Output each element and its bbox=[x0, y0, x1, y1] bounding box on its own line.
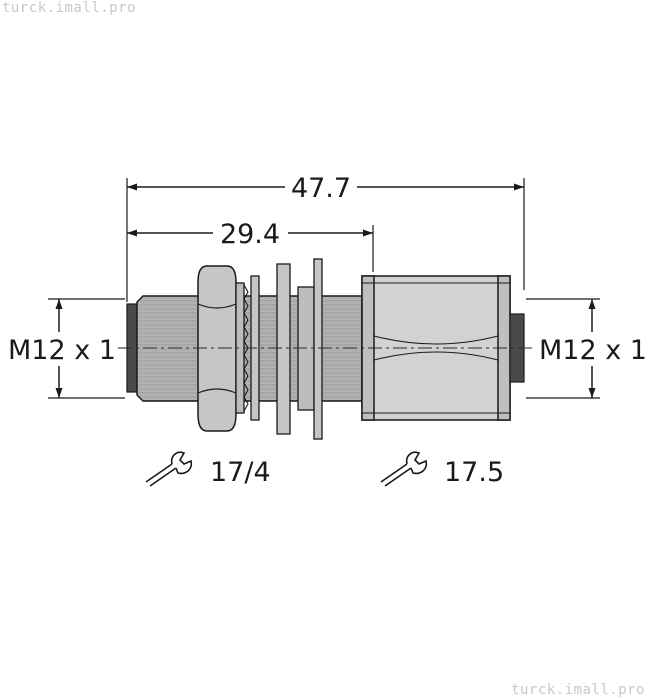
wrench-icon bbox=[380, 451, 428, 487]
overall-length-label: 47.7 bbox=[291, 173, 351, 204]
wrench-left-size: 17/4 bbox=[210, 457, 271, 488]
wrench-right-size: 17.5 bbox=[444, 457, 504, 488]
wrench-icon bbox=[145, 451, 193, 487]
left-thread-label: M12 x 1 bbox=[8, 335, 116, 366]
right-thread-label: M12 x 1 bbox=[539, 335, 647, 366]
watermark-top: turck.imall.pro bbox=[2, 0, 136, 16]
hex-nut bbox=[197, 265, 237, 432]
panel-nut bbox=[276, 263, 291, 435]
thread-length-label: 29.4 bbox=[220, 219, 280, 250]
dimension-overall-length: 47.7 bbox=[127, 173, 524, 204]
watermark-bottom: turck.imall.pro bbox=[511, 682, 645, 698]
dimension-thread-length: 29.4 bbox=[127, 219, 373, 250]
dimension-right-thread: M12 x 1 bbox=[539, 299, 647, 398]
flange-ring bbox=[313, 258, 323, 440]
dimension-left-thread: M12 x 1 bbox=[8, 299, 116, 398]
